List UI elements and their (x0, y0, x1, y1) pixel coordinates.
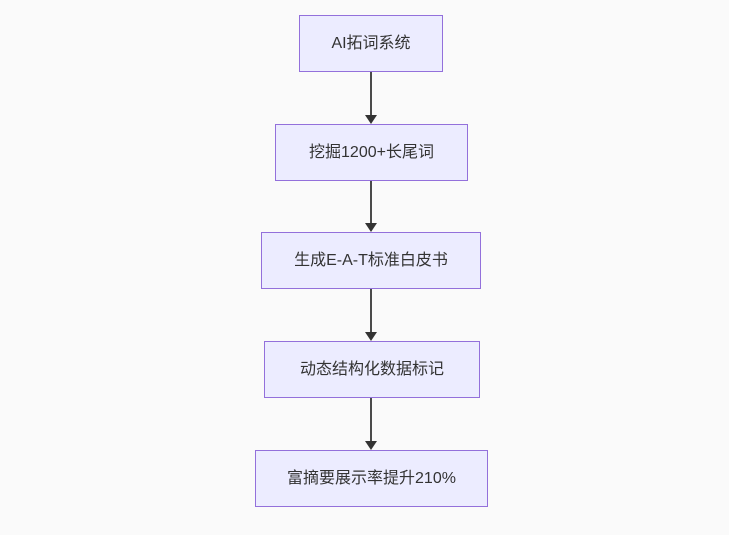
arrowhead-down-icon (365, 223, 377, 232)
arrowhead-down-icon (365, 115, 377, 124)
flow-node-label: 挖掘1200+长尾词 (309, 143, 434, 161)
arrow-connector-3 (365, 289, 377, 341)
arrow-line (370, 181, 372, 223)
flow-node-generate-eat-whitepaper: 生成E-A-T标准白皮书 (261, 232, 481, 289)
flow-node-label: 生成E-A-T标准白皮书 (294, 251, 448, 269)
flow-node-mine-longtail-keywords: 挖掘1200+长尾词 (275, 124, 468, 181)
flow-node-dynamic-structured-data-markup: 动态结构化数据标记 (264, 341, 480, 398)
arrow-line (370, 289, 372, 332)
arrowhead-down-icon (365, 332, 377, 341)
arrow-line (370, 72, 372, 115)
flow-node-rich-snippet-rate-increase: 富摘要展示率提升210% (255, 450, 488, 507)
arrow-connector-2 (365, 181, 377, 232)
arrowhead-down-icon (365, 441, 377, 450)
arrow-line (370, 398, 372, 441)
flow-node-ai-word-expansion-system: AI拓词系统 (299, 15, 443, 72)
arrow-connector-1 (365, 72, 377, 124)
flow-node-label: AI拓词系统 (331, 34, 411, 52)
flow-node-label: 富摘要展示率提升210% (287, 469, 456, 487)
arrow-connector-4 (365, 398, 377, 450)
flow-node-label: 动态结构化数据标记 (299, 360, 444, 378)
